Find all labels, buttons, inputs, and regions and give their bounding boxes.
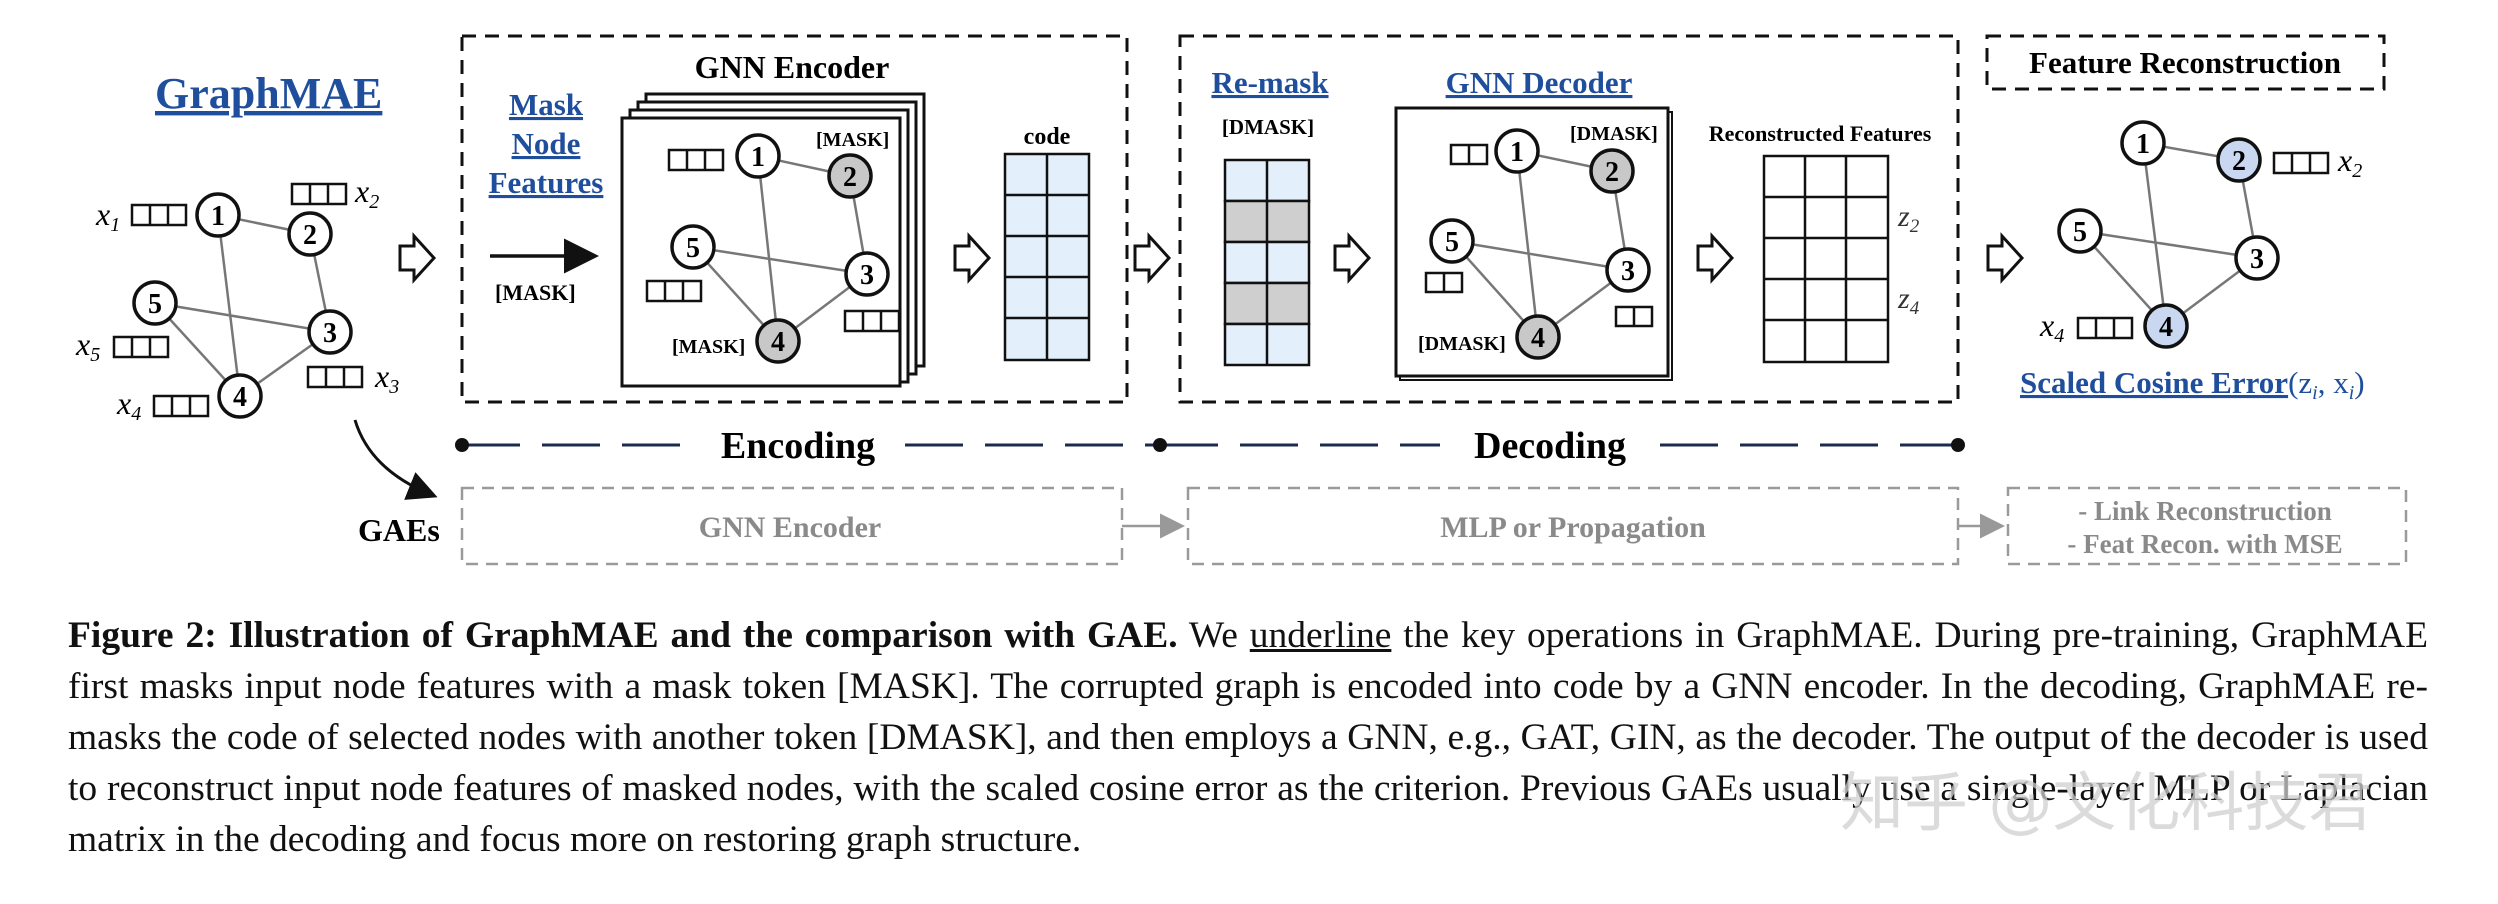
input-feature-labels: x1 x2 x3 x4 x5 [75,173,399,425]
figure-caption: Figure 2: Illustration of GraphMAE and t… [68,610,2428,865]
gae-objective-2: - Feat Recon. with MSE [2067,529,2342,559]
svg-text:z4: z4 [1897,282,1920,319]
svg-text:1: 1 [751,142,765,173]
flow-arrow [1986,234,2024,282]
figure-label: Figure 2: Illustration of GraphMAE and t… [68,615,1178,656]
gae-decoder-label: MLP or Propagation [1440,511,1706,544]
gae-curve-arrow [353,419,438,500]
encoding-label: Encoding [721,425,875,467]
remask-label: Re-mask [1211,65,1329,100]
svg-text:3: 3 [1621,256,1635,287]
svg-text:2: 2 [843,162,857,193]
dmask-token-label: [DMASK] [1222,115,1314,139]
svg-text:2: 2 [2232,146,2246,177]
encoder-feature-bars [645,148,901,333]
svg-text:x2: x2 [2337,142,2362,182]
svg-text:5: 5 [686,233,700,264]
svg-text:5: 5 [148,289,162,320]
svg-text:3: 3 [323,318,337,349]
zhihu-watermark: 知乎 @文化科技君 [1840,767,2373,841]
svg-text:4: 4 [1531,323,1545,354]
svg-text:x3: x3 [374,358,399,398]
flow-arrow [953,234,991,282]
svg-text:4: 4 [2159,312,2173,343]
reconstructed-features-label: Reconstructed Features [1709,121,1932,146]
encoder-box [460,34,1129,404]
svg-text:x4: x4 [116,385,141,425]
gnn-decoder-title: GNN Decoder [1446,65,1633,100]
svg-text:3: 3 [2250,244,2264,275]
flow-arrow [1696,234,1734,282]
svg-text:4: 4 [771,327,785,358]
svg-text:2: 2 [303,220,317,251]
svg-text:Mask: Mask [509,87,584,122]
encoder-graph-nodes: 1 2 3 4 5 [670,133,890,364]
decoder-dmask-label-4: [DMASK] [1418,333,1506,355]
svg-text:Features: Features [489,165,604,200]
svg-text:1: 1 [2136,129,2150,160]
mask-node-features: Mask Node Features [489,87,604,200]
input-feature-bars [112,182,364,418]
mask-token-label: [MASK] [495,280,576,305]
caption-text-1: We [1177,615,1250,656]
gae-encoder-label: GNN Encoder [699,511,882,544]
svg-text:2: 2 [1605,157,1619,188]
svg-text:3: 3 [860,260,874,291]
gae-objective-1: - Link Reconstruction [2078,496,2332,526]
reconstructed-row-labels: z2 z4 [1897,200,1920,319]
svg-text:1: 1 [1510,137,1524,168]
decoder-dmask-label-2: [DMASK] [1570,123,1658,145]
svg-text:1: 1 [211,201,225,232]
svg-text:5: 5 [2073,217,2087,248]
decoder-graph-nodes: 1 2 3 4 5 [1429,128,1651,360]
code-label: code [1024,124,1071,150]
svg-text:x4: x4 [2039,307,2064,347]
code-matrix [1003,152,1091,362]
flow-arrow [1333,234,1371,282]
reconstructed-matrix [1762,154,1890,364]
input-graph-nodes: 1 2 3 4 5 [132,192,353,419]
decoder-feature-bars [1424,143,1654,328]
output-feature-labels: x2 x4 [2039,142,2362,347]
svg-text:Node: Node [512,126,581,161]
output-graph-nodes: 1 2 3 4 5 [2057,120,2280,349]
caption-underlined-word: underline [1249,615,1392,656]
graphmae-title: GraphMAE [155,69,382,118]
svg-text:z2: z2 [1897,200,1920,237]
decoding-label: Decoding [1474,425,1626,467]
svg-text:5: 5 [1445,227,1459,258]
svg-text:4: 4 [233,382,247,413]
svg-text:x1: x1 [95,196,120,236]
flow-arrow [1133,234,1171,282]
svg-text:x5: x5 [75,326,100,366]
output-feature-bars [2076,151,2330,340]
feature-recon-title: Feature Reconstruction [2029,45,2341,80]
gnn-encoder-title: GNN Encoder [695,49,890,85]
encoder-mask-label-4: [MASK] [672,336,745,358]
encoder-mask-label-2: [MASK] [816,129,889,151]
remasked-code-matrix [1223,158,1311,367]
caption-text-2: the key operations in GraphMAE. During p… [68,615,2429,860]
gaes-label: GAEs [358,512,440,548]
flow-arrow [398,234,436,282]
svg-text:x2: x2 [354,173,379,213]
gae-objective-box [2006,486,2408,566]
scaled-cosine-error-label: Scaled Cosine Error(zi, xi) [2020,365,2365,404]
decoder-box [1178,34,1960,404]
feature-recon-box [1985,34,2386,91]
gae-encoder-box [460,486,1124,566]
